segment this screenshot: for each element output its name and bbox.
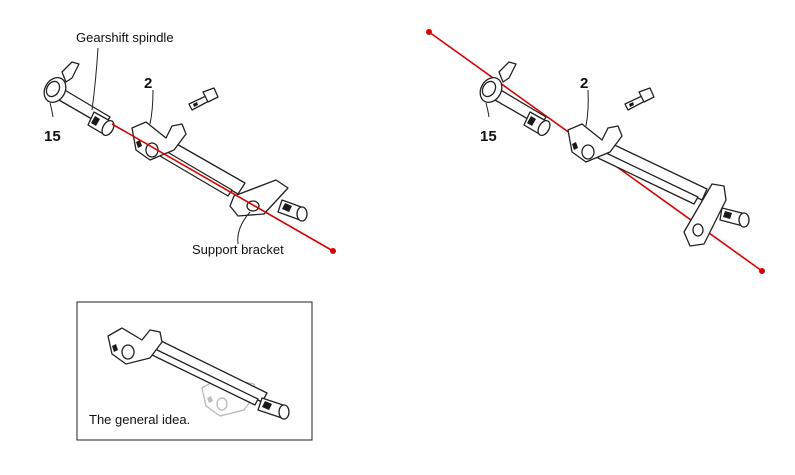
part-number-2: 2 [144, 75, 152, 92]
inset-bracket-assembly [107, 327, 290, 420]
gearshift-spindle [43, 61, 115, 137]
gearshift-spindle-label: Gearshift spindle [76, 30, 174, 45]
right-axis-start [426, 29, 432, 35]
right-figure: 15 2 [426, 29, 765, 274]
support-bracket-assembly [131, 121, 308, 222]
part-number-15: 15 [480, 128, 497, 145]
support-bracket-assembly [567, 123, 750, 247]
inset-panel: The general idea. [76, 301, 313, 441]
left-figure: Gearshift spindle 15 2 Support bracket [43, 30, 336, 257]
gearshift-spindle [479, 61, 551, 137]
left-alignment-axis [111, 123, 336, 254]
support-bracket-leader [237, 211, 251, 245]
left-axis-endpoint [330, 248, 336, 254]
bolt [624, 87, 655, 111]
part-2-leader [149, 89, 154, 125]
inset-caption: The general idea. [89, 412, 190, 427]
part-number-2: 2 [580, 75, 588, 92]
part-15-leader [485, 102, 490, 118]
part-2-leader [585, 89, 589, 127]
support-bracket-label: Support bracket [192, 242, 284, 257]
right-axis-endpoint [759, 268, 765, 274]
part-15-leader [49, 102, 54, 118]
bolt [188, 87, 219, 111]
part-number-15: 15 [44, 128, 61, 145]
gearshift-spindle-leader [91, 47, 99, 111]
